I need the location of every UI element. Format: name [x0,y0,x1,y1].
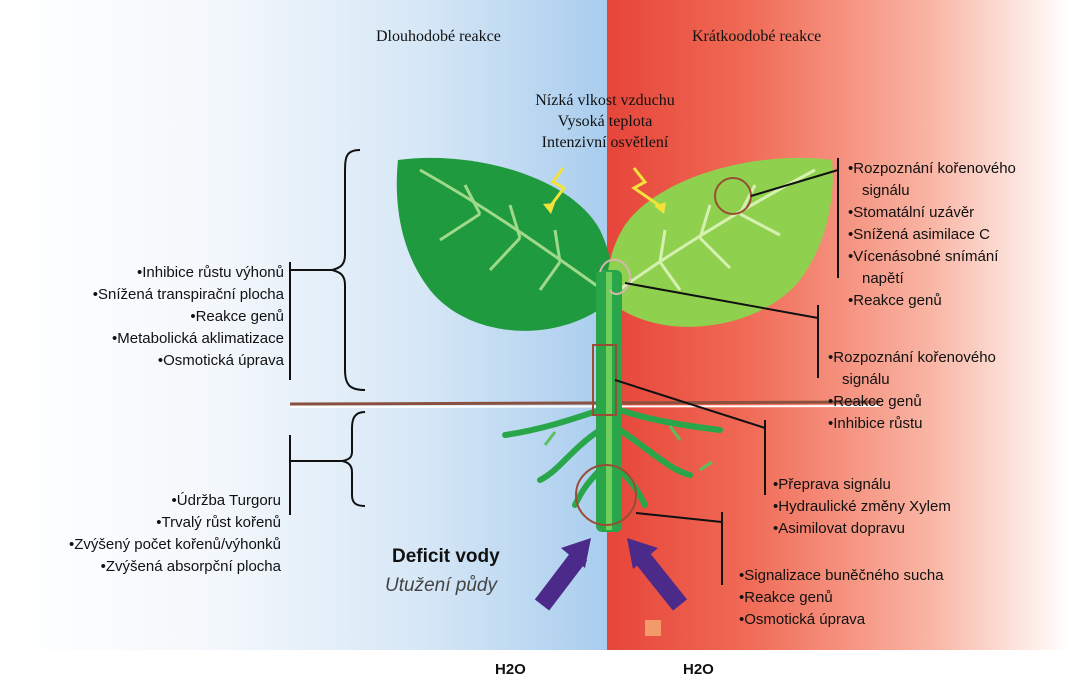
left-root-list: Údržba Turgoru Trvalý růst kořenů Zvýšen… [69,490,281,578]
root-brace [342,412,365,506]
list-item: Inhibice růstu výhonů [93,262,284,284]
list-item: Asimilovat dopravu [773,518,951,540]
list-item: Přeprava signálu [773,474,951,496]
h2o-label-left: H2O [495,661,526,678]
list-item-continued: signálu [828,369,996,391]
list-item: Zvýšený počet kořenů/výhonků [69,534,281,556]
soil-line [290,402,880,404]
list-item: Rozpoznání kořenového [848,158,1016,180]
list-item: Reakce genů [828,391,996,413]
soil-line-white [290,406,880,407]
h2o-label-right: H2O [683,661,714,678]
left-leaf [397,158,613,331]
list-item: Signalizace buněčného sucha [739,565,944,587]
list-item: Vícenásobné snímání [848,246,1016,268]
list-item-continued: napětí [848,268,1016,290]
list-item: Inhibice růstu [828,413,996,435]
list-item: Reakce genů [739,587,944,609]
list-item: Reakce genů [93,306,284,328]
list-item: Snížená asimilace C [848,224,1016,246]
right-root-list: Signalizace buněčného sucha Reakce genů … [739,565,944,631]
list-item: Stomatální uzávěr [848,202,1016,224]
list-item: Osmotická úprava [739,609,944,631]
list-item: Reakce genů [848,290,1016,312]
water-arrow-left [542,538,591,605]
list-item: Snížená transpirační plocha [93,284,284,306]
list-item: Zvýšená absorpční plocha [69,556,281,578]
long-term-header: Dlouhodobé reakce [376,28,501,46]
right-leaf-list: Rozpoznání kořenového signálu Stomatální… [848,158,1016,312]
list-item: Osmotická úprava [93,350,284,372]
list-item-continued: signálu [848,180,1016,202]
list-item: Údržba Turgoru [69,490,281,512]
water-arrow-right [627,538,680,605]
short-term-header: Krátkoodobé reakce [692,28,821,46]
left-shoot-list: Inhibice růstu výhonů Snížená transpirač… [93,262,284,372]
stress-factor: Intenzivní osvětlení [480,132,730,153]
orange-marker [645,620,661,636]
list-item: Hydraulické změny Xylem [773,496,951,518]
right-stem-list: Rozpoznání kořenového signálu Reakce gen… [828,347,996,435]
deficit-title: Deficit vody [392,546,500,568]
right-xylem-list: Přeprava signálu Hydraulické změny Xylem… [773,474,951,540]
stress-factor: Nízká vlkost vzduchu [480,90,730,111]
stress-factors: Nízká vlkost vzduchu Vysoká teplota Inte… [480,90,730,153]
list-item: Trvalý růst kořenů [69,512,281,534]
stem-highlight [606,272,612,530]
shoot-brace [332,150,365,390]
list-item: Metabolická aklimatizace [93,328,284,350]
deficit-subtitle: Utužení půdy [385,575,497,597]
stress-factor: Vysoká teplota [480,111,730,132]
list-item: Rozpoznání kořenového [828,347,996,369]
